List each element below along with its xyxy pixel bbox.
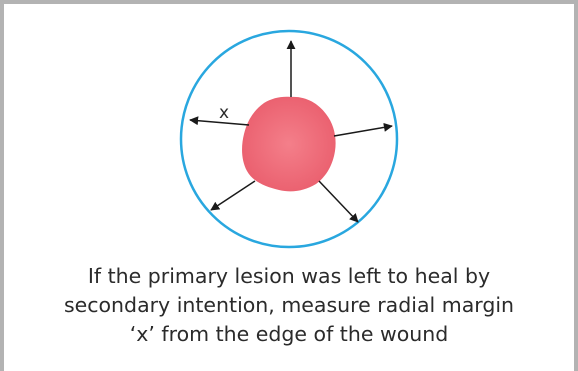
arrow-lower-left — [211, 181, 255, 210]
caption-line-1: If the primary lesion was left to heal b… — [0, 262, 578, 291]
caption-line-3: ‘x’ from the edge of the wound — [0, 320, 578, 349]
primary-lesion — [242, 97, 336, 192]
arrow-right — [334, 126, 392, 136]
caption: If the primary lesion was left to heal b… — [0, 262, 578, 349]
caption-line-2: secondary intention, measure radial marg… — [0, 291, 578, 320]
margin-x-label: x — [219, 103, 229, 123]
arrow-lower-right — [319, 181, 358, 222]
